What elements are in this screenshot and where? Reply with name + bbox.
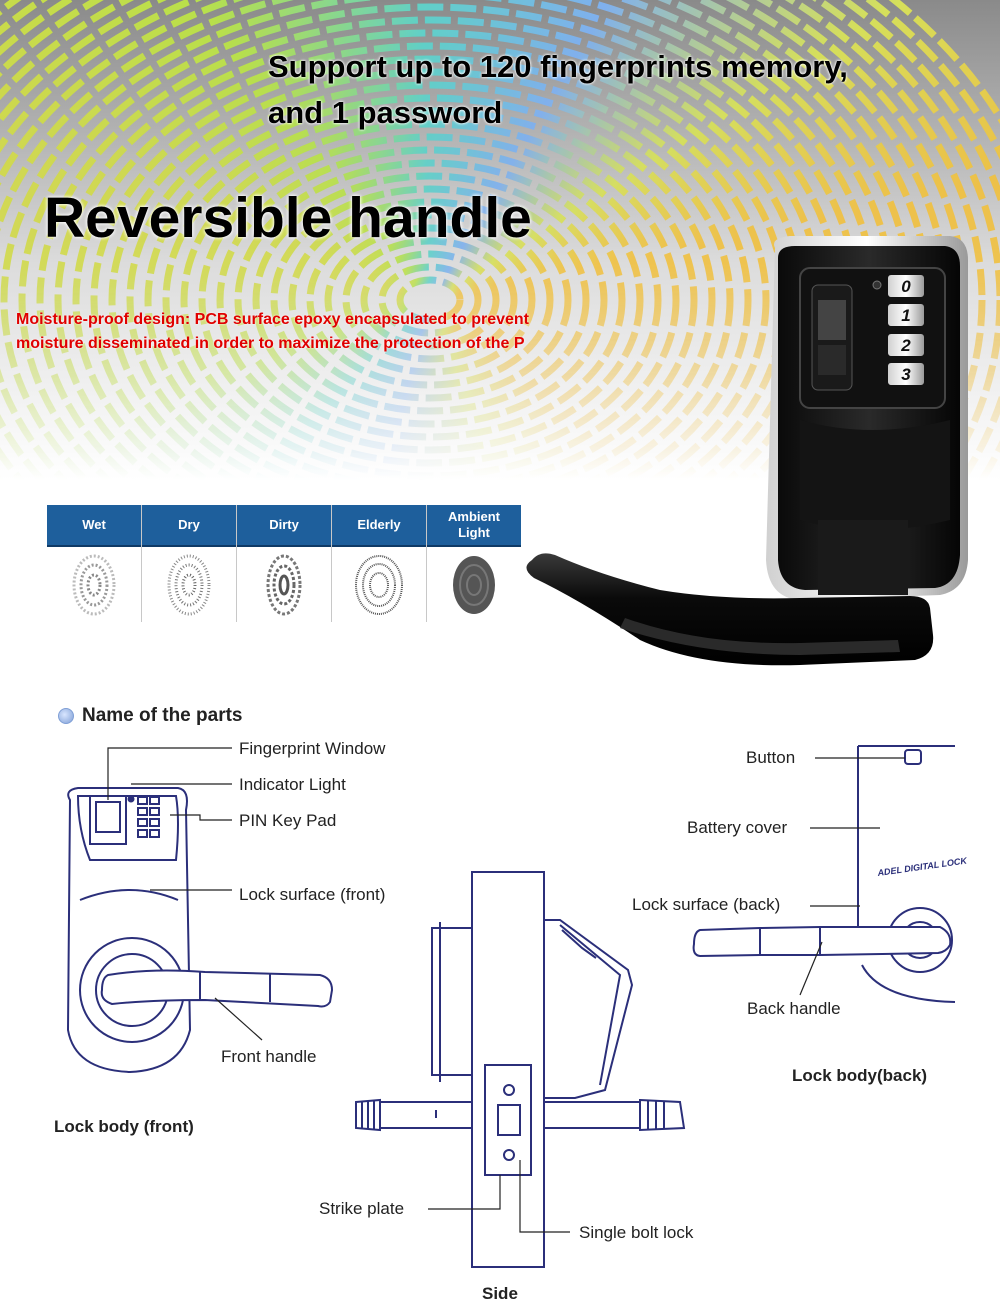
handle-neck (818, 520, 908, 595)
fingerprint-ridge (180, 120, 680, 480)
fingerprint-ridge (288, 198, 572, 402)
parts-diagram: ADEL DIGITAL LOCK (66, 745, 969, 1268)
lock-side-drawing (355, 871, 686, 1268)
fingerprint-ridge (342, 237, 518, 363)
fingerprint-ridge (270, 185, 590, 415)
lever-groove (620, 618, 900, 655)
label-back-handle: Back handle (747, 999, 841, 1018)
lock-back-drawing (692, 745, 956, 1003)
indicator-light-dot (872, 280, 882, 290)
fingerprint-ridge (252, 172, 608, 428)
fingerprint-ridge (216, 146, 644, 454)
label-lock-surface-front: Lock surface (front) (239, 885, 386, 904)
label-lock-body-front: Lock body (front) (54, 1117, 194, 1136)
lock-front-drawing (66, 787, 334, 1074)
support-line-2: and 1 password (268, 95, 503, 130)
side-leader-lines (428, 1160, 570, 1233)
label-single-bolt-lock: Single bolt lock (579, 1223, 694, 1242)
moisture-line-1: Moisture-proof design: PCB surface epoxy… (16, 311, 529, 328)
condition-label: Dry (142, 505, 236, 547)
condition-ambient-light: Ambient Light (427, 505, 521, 622)
fingerprint-ridge (162, 107, 698, 480)
label-button: Button (746, 748, 796, 767)
fingerprint-ridge (198, 133, 662, 467)
key-0-label: 0 (901, 277, 911, 296)
lever-handle (526, 553, 934, 666)
fingerprint-capacity-text: Support up to 120 fingerprints memory, a… (268, 44, 848, 136)
fingerprint-ridge (144, 94, 716, 480)
fingerprint-ridge (0, 0, 986, 480)
moisture-line-2: moisture disseminated in order to maximi… (16, 335, 525, 352)
support-line-1: Support up to 120 fingerprints memory, (268, 49, 848, 84)
lock-lower-body (800, 420, 950, 530)
label-indicator-light: Indicator Light (239, 775, 346, 794)
fingerprint-conditions-table: Wet Dry Dirty Elderly Ambient Light (47, 505, 525, 622)
fingerprint-ridge (306, 211, 554, 389)
fingerprint-sample-icon (47, 547, 141, 622)
fingerprint-sample-icon (332, 547, 426, 622)
key-0 (888, 275, 924, 297)
condition-label: Dirty (237, 505, 331, 547)
label-front-handle: Front handle (221, 1047, 317, 1066)
label-lock-surface-back: Lock surface (back) (632, 895, 781, 914)
fingerprint-ridge (396, 276, 464, 324)
key-1 (888, 304, 924, 326)
sensor-lens (818, 345, 846, 375)
back-leader-lines (799, 757, 905, 996)
bullet-icon (58, 708, 74, 724)
fingerprint-ridge (234, 159, 626, 441)
headline: Reversible handle (44, 186, 532, 250)
fingerprint-sensor (818, 300, 846, 340)
condition-elderly: Elderly (332, 505, 427, 622)
condition-dirty: Dirty (237, 505, 332, 622)
parts-section-title: Name of the parts (58, 705, 242, 727)
brand-text: ADEL DIGITAL LOCK (876, 855, 969, 878)
fingerprint-ridge (126, 81, 734, 480)
label-strike-plate: Strike plate (319, 1199, 405, 1218)
key-2-label: 2 (900, 336, 911, 355)
fingerprint-ridge (360, 250, 500, 350)
condition-wet: Wet (47, 505, 142, 622)
moisture-proof-text: Moisture-proof design: PCB surface epoxy… (16, 308, 529, 356)
fingerprint-sample-icon (142, 547, 236, 622)
condition-dry: Dry (142, 505, 237, 622)
label-fingerprint-window: Fingerprint Window (239, 739, 386, 758)
key-1-label: 1 (901, 306, 910, 325)
label-battery-cover: Battery cover (687, 818, 788, 837)
fingerprint-ridge (378, 263, 482, 337)
fingerprint-ridge (90, 55, 770, 480)
label-pin-key-pad: PIN Key Pad (239, 811, 337, 830)
label-side: Side (482, 1284, 518, 1303)
fingerprint-sample-icon (237, 547, 331, 622)
label-lock-body-back: Lock body(back) (792, 1066, 928, 1085)
keypad: 0 1 2 3 (888, 275, 924, 385)
front-leader-lines (107, 747, 263, 1041)
fingerprint-sample-icon (427, 547, 521, 622)
key-2 (888, 334, 924, 356)
lock-product-image: 0 1 2 3 (526, 236, 968, 666)
condition-label: Ambient Light (427, 505, 521, 547)
parts-title-text: Name of the parts (82, 705, 243, 726)
condition-label: Elderly (332, 505, 426, 547)
fingerprint-ridge (108, 68, 752, 480)
condition-label: Wet (47, 505, 141, 547)
fingerprint-ridge (324, 224, 536, 376)
key-3-label: 3 (901, 365, 911, 384)
key-3 (888, 363, 924, 385)
